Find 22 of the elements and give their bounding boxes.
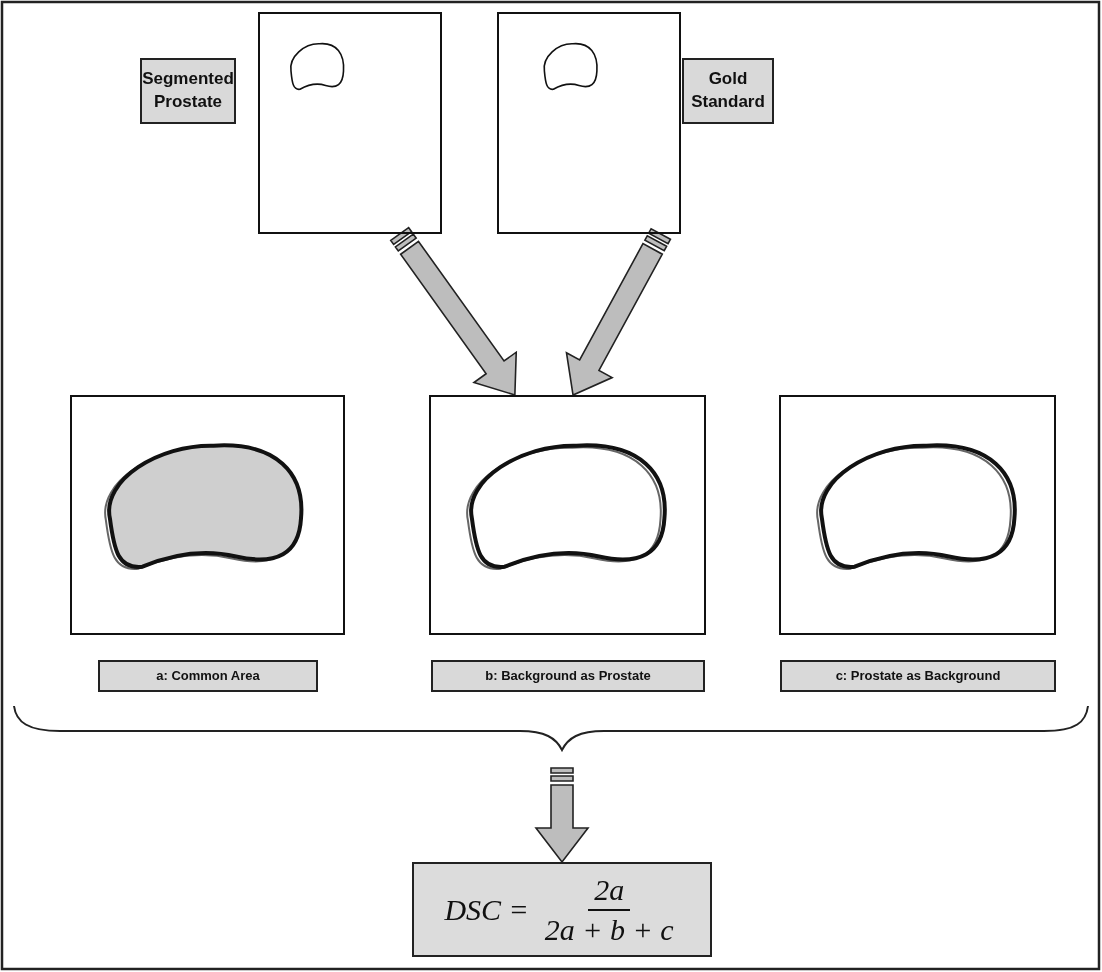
fraction-numerator: 2a	[588, 872, 631, 911]
formula-box	[412, 862, 712, 957]
label-text: b: Background as Prostate	[485, 667, 651, 685]
image-frame	[70, 395, 345, 635]
label-text: Segmented Prostate	[142, 68, 234, 113]
image-frame	[497, 12, 681, 234]
label-box	[431, 660, 705, 692]
fraction-denominator: 2a + b + c	[543, 911, 675, 947]
label-box	[780, 660, 1056, 692]
label-box	[98, 660, 318, 692]
block-arrow	[389, 226, 518, 397]
label-box	[140, 58, 236, 124]
label-box	[682, 58, 774, 124]
block-arrow	[534, 767, 590, 864]
label-text: c: Prostate as Background	[835, 667, 1001, 685]
image-frame	[779, 395, 1056, 635]
formula-lhs: DSC =	[444, 892, 529, 927]
image-frame	[258, 12, 442, 234]
label-text: Gold Standard	[690, 68, 766, 113]
block-arrow	[565, 227, 672, 397]
label-text: a: Common Area	[156, 667, 260, 685]
image-frame	[429, 395, 706, 635]
